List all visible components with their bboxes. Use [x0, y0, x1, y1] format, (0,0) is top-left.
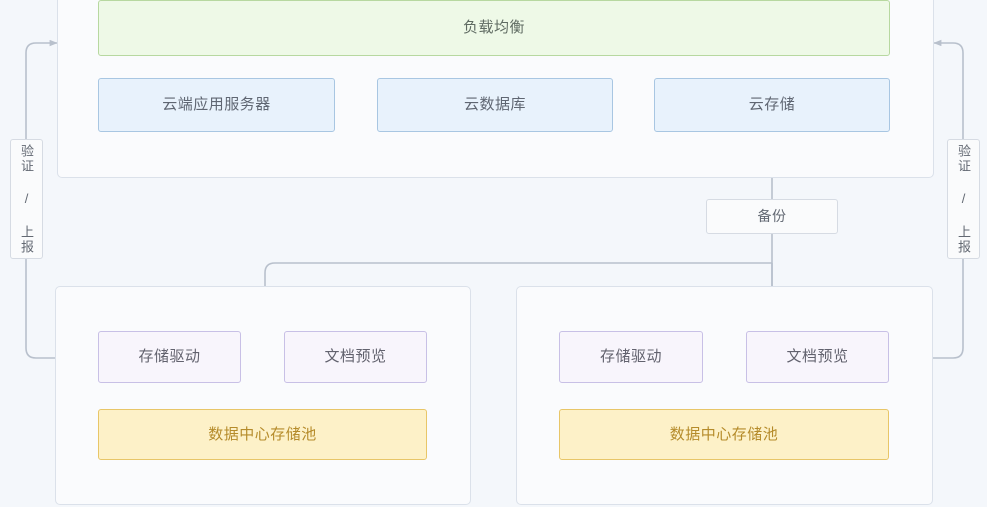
node-storage-pool-right[interactable]: 数据中心存储池: [559, 409, 889, 460]
node-storage-driver-left[interactable]: 存储驱动: [98, 331, 241, 383]
edge-verify-report-left: [25, 258, 55, 359]
cluster-datacenter-left: [55, 286, 471, 505]
node-cloud-app-server[interactable]: 云端应用服务器: [98, 78, 335, 132]
node-storage-driver-right[interactable]: 存储驱动: [559, 331, 703, 383]
node-cloud-database[interactable]: 云数据库: [377, 78, 613, 132]
edge-label-verify-report-left[interactable]: 验证 / 上报: [10, 139, 43, 259]
edge-label-verify-report-right[interactable]: 验证 / 上报: [947, 139, 980, 259]
edge-label-backup[interactable]: 备份: [706, 199, 838, 234]
node-storage-pool-left[interactable]: 数据中心存储池: [98, 409, 427, 460]
edge-backup-branch-left: [264, 262, 772, 287]
edge-verify-report-right: [933, 258, 964, 359]
node-doc-preview-left[interactable]: 文档预览: [284, 331, 427, 383]
node-load-balancer[interactable]: 负载均衡: [98, 0, 890, 56]
node-cloud-storage[interactable]: 云存储: [654, 78, 890, 132]
edge-verify-report-left-arrow: [25, 39, 58, 139]
cluster-datacenter-right: [516, 286, 933, 505]
edge-verify-report-right-arrow: [933, 39, 964, 139]
node-doc-preview-right[interactable]: 文档预览: [746, 331, 889, 383]
